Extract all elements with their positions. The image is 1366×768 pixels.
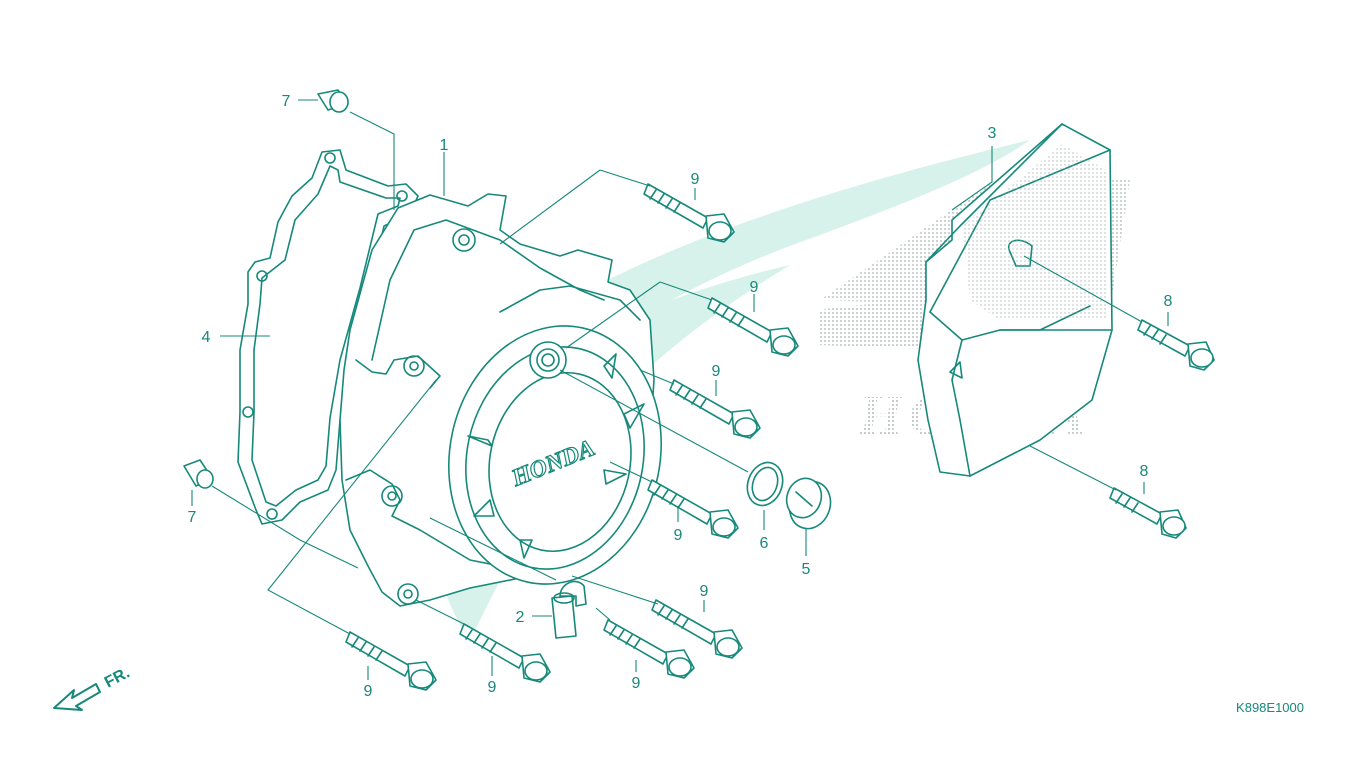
callout-9-e: 9 xyxy=(700,583,709,600)
bolt-9-top xyxy=(643,183,735,243)
callout-4: 4 xyxy=(202,329,211,346)
callout-7-top: 7 xyxy=(282,93,291,110)
drawing-code: K898E1000 xyxy=(1236,700,1304,715)
callout-9-b: 9 xyxy=(750,279,759,296)
bolt-9-mid-b xyxy=(669,379,761,439)
callout-labels: 7 1 4 7 9 9 9 9 6 5 3 8 8 9 2 9 9 9 xyxy=(188,93,1173,700)
callout-9-d: 9 xyxy=(674,527,683,544)
callout-8-top: 8 xyxy=(1164,293,1173,310)
callout-7-bottom: 7 xyxy=(188,509,197,526)
callout-9-a: 9 xyxy=(691,171,700,188)
bolt-9-lower-mid xyxy=(603,619,695,679)
callout-2: 2 xyxy=(516,609,525,626)
dowel-pin-bottom xyxy=(183,459,214,489)
callout-9-f: 9 xyxy=(632,675,641,692)
callout-5: 5 xyxy=(802,561,811,578)
bolt-9-bottom-center xyxy=(459,623,551,683)
callout-9-h: 9 xyxy=(364,683,373,700)
bolt-9-mid-a xyxy=(707,297,799,357)
callout-9-c: 9 xyxy=(712,363,721,380)
crankcase-cover-part-1: HONDA xyxy=(339,193,663,607)
callout-9-g: 9 xyxy=(488,679,497,696)
bolt-8-bottom xyxy=(1109,487,1187,539)
front-direction-arrow: FR. xyxy=(53,664,133,711)
sprocket-cover-part-3 xyxy=(917,123,1113,477)
callout-6: 6 xyxy=(760,535,769,552)
bolt-9-mid-c xyxy=(647,479,739,539)
clamp-part-2 xyxy=(551,580,587,639)
dowel-pin-top xyxy=(317,89,349,113)
bolt-9-lower-right xyxy=(651,599,743,659)
callout-3: 3 xyxy=(988,125,997,142)
front-label: FR. xyxy=(102,664,133,691)
o-ring-part-6 xyxy=(746,461,784,507)
cap-part-5 xyxy=(785,477,832,530)
callout-8-bottom: 8 xyxy=(1140,463,1149,480)
bolt-9-bottom-left xyxy=(345,631,437,691)
callout-1: 1 xyxy=(440,137,449,154)
bolt-8-top xyxy=(1137,319,1215,371)
leader-lines xyxy=(191,99,1169,680)
